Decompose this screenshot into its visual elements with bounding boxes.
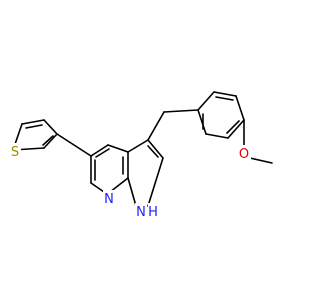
pyrrole-double-bond (147, 145, 159, 158)
benzene-bond (227, 119, 245, 139)
nh-n-label-bg (135, 203, 147, 219)
molecule-diagram: S N N H O (9, 91, 273, 220)
pyridine-bond (90, 144, 109, 157)
thiophene-bond (21, 119, 45, 125)
oxygen-atom-label: O (239, 147, 249, 162)
pyridine-bond (90, 182, 105, 193)
benzene-bond (197, 91, 215, 111)
nh-nitrogen-label: N (136, 205, 146, 220)
bond-layer (12, 91, 273, 207)
pyrrole-bond (127, 177, 137, 207)
pyridine-double-bond (95, 148, 110, 158)
nh-hydrogen-label: H (148, 205, 158, 220)
structure-canvas: S N N H O (9, 91, 273, 220)
sulfur-atom-label: S (11, 145, 19, 160)
benzene-double-bond (226, 120, 240, 134)
thiophene-bond (43, 133, 58, 149)
pyridine-nitrogen-label: N (104, 192, 114, 207)
benzene-bond (205, 133, 229, 139)
nh-h-label-bg (148, 203, 159, 219)
pyrrole-bond (127, 139, 149, 153)
pyridine-bond (107, 144, 129, 153)
methoxy-bond (249, 157, 273, 164)
oxygen-label-bg (238, 145, 251, 161)
pyridine-n-label-bg (103, 190, 115, 206)
pyridine-bond (109, 177, 129, 193)
pyrrole-bond (147, 139, 164, 159)
thiophene-double-bond (42, 135, 54, 146)
atom-label-layer: S N N H O (9, 143, 251, 220)
benzene-bond (235, 95, 245, 121)
benzene-bond (197, 109, 207, 135)
pyrrole-bond (147, 157, 164, 207)
thiophene-bond (43, 119, 58, 135)
methylene-bond (163, 109, 199, 113)
biaryl-bond (56, 133, 92, 157)
thiophene-double-bond (25, 124, 43, 129)
methylene-bond (147, 111, 165, 141)
benzene-double-bond (215, 96, 234, 101)
benzene-bond (213, 91, 237, 97)
sulfur-label-bg (9, 143, 21, 159)
